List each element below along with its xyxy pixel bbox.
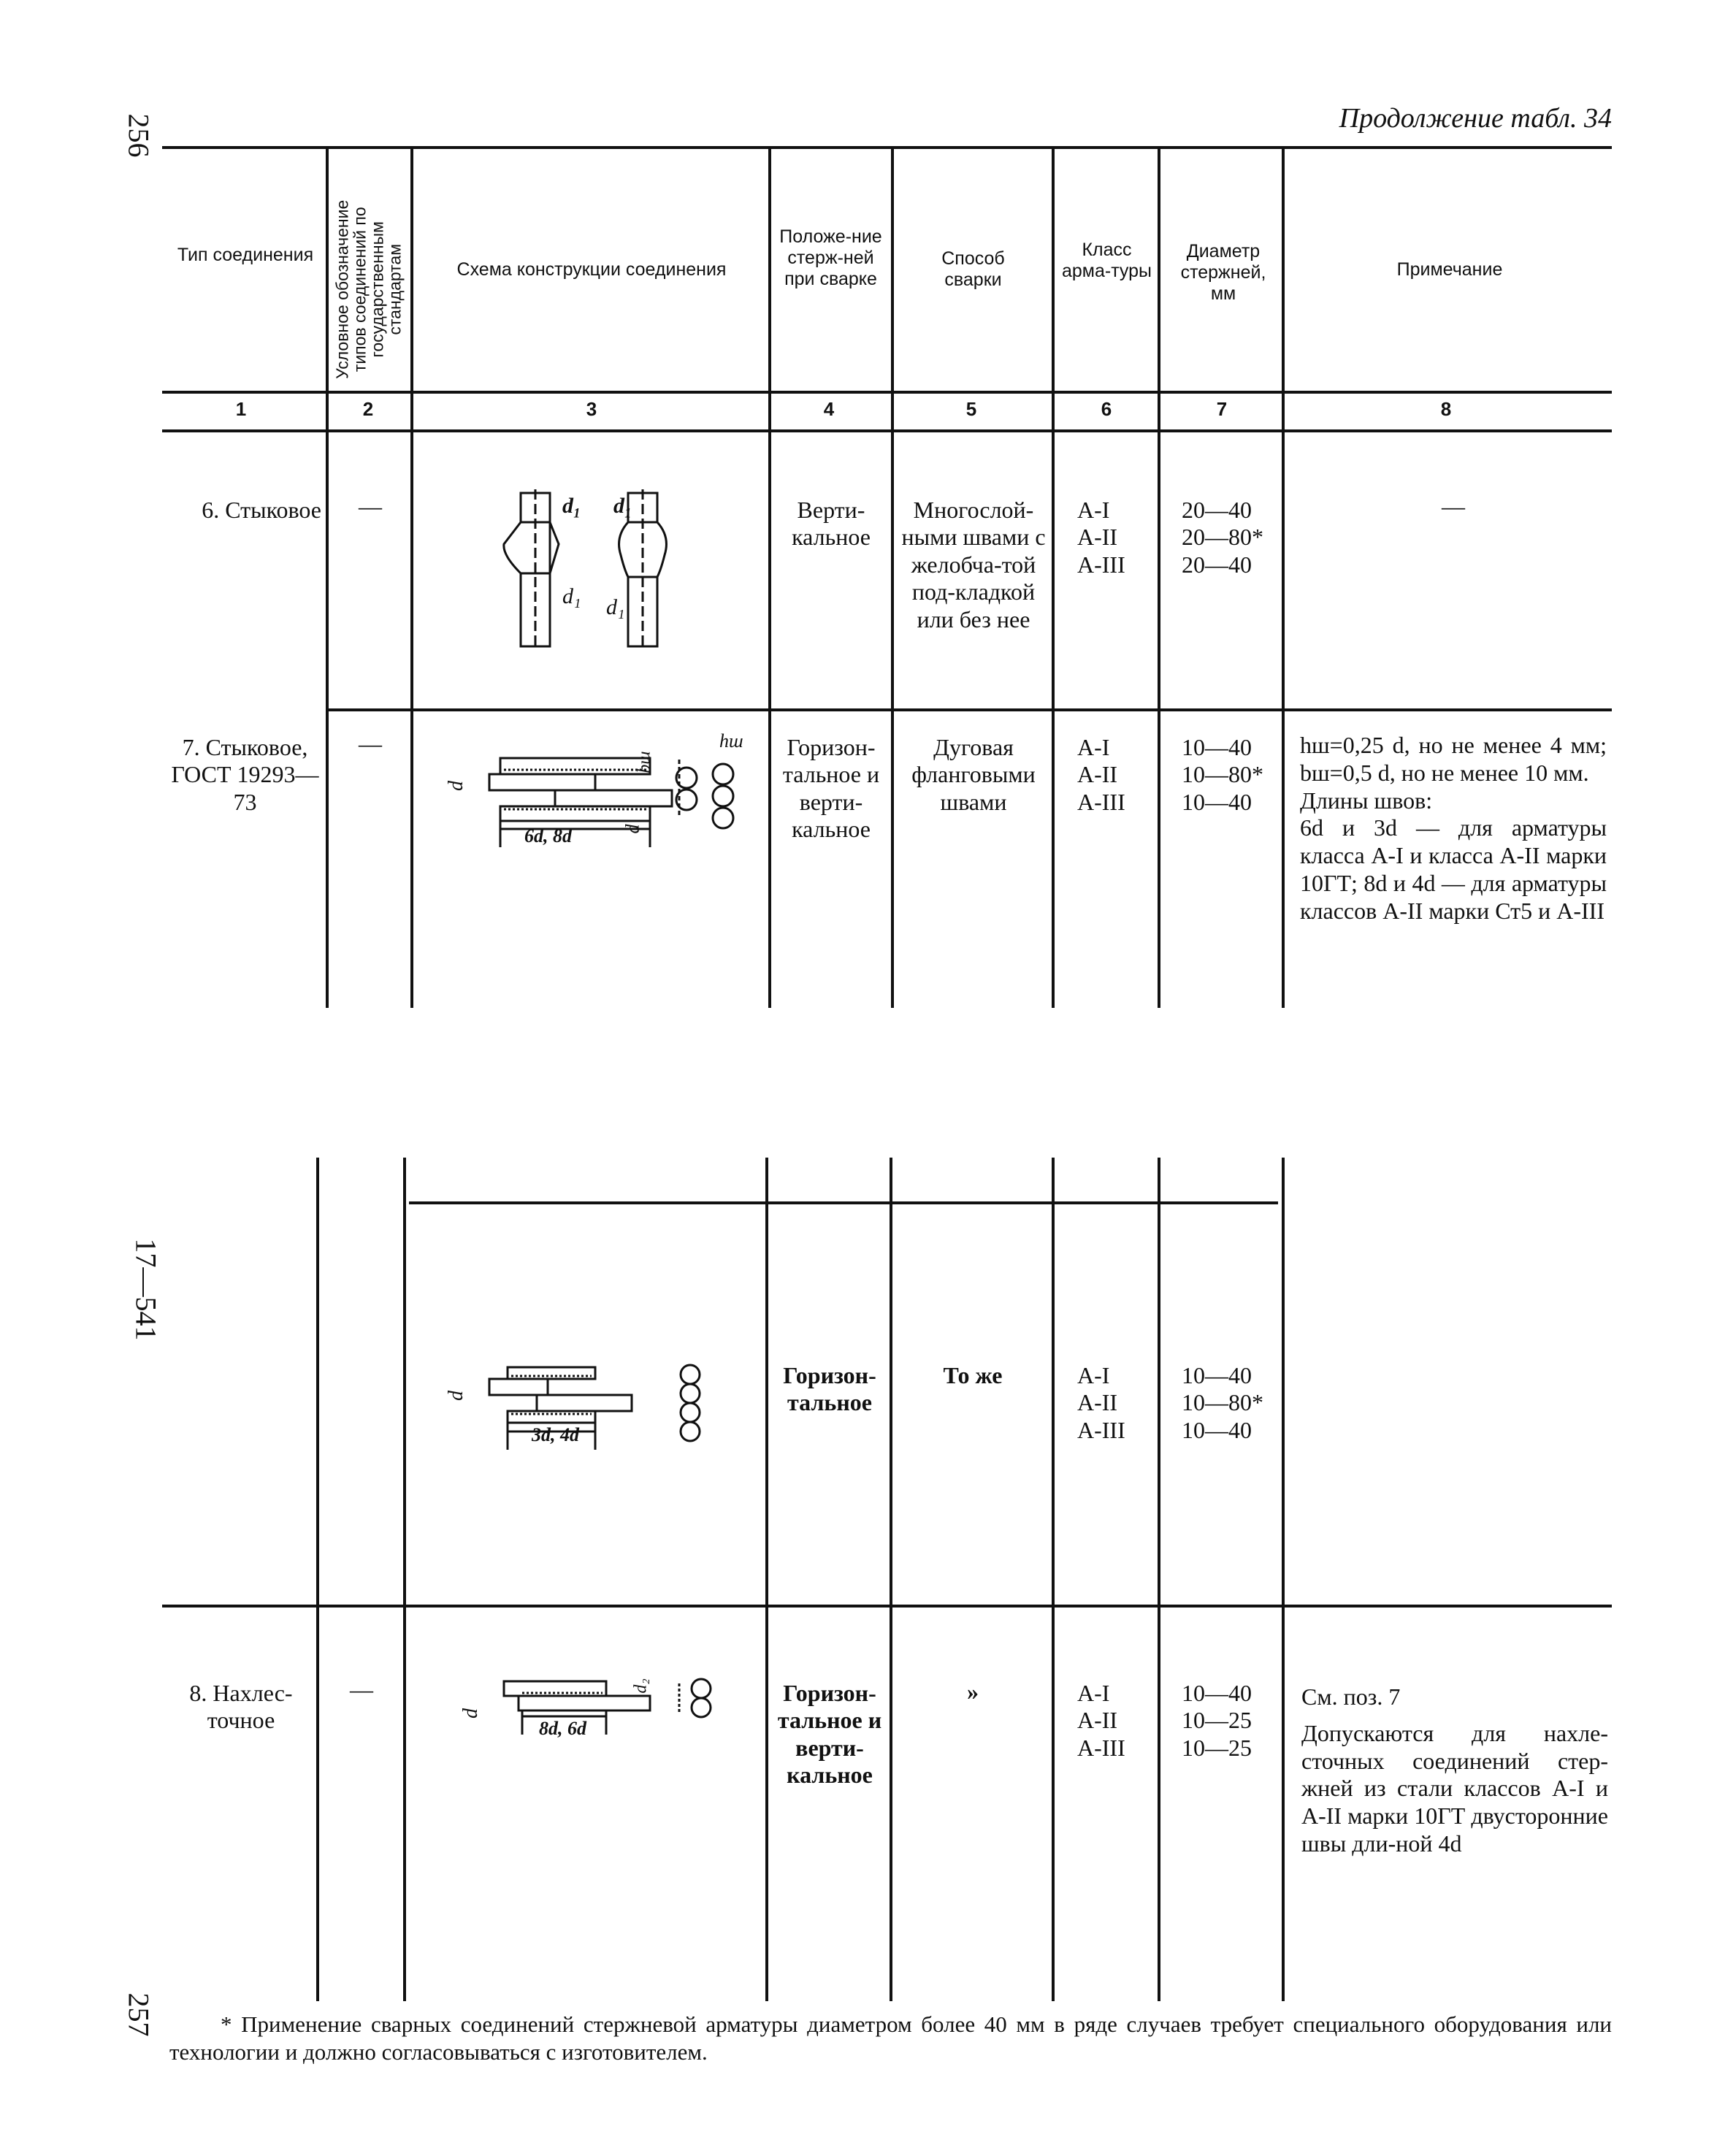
col-number-1: 1 <box>235 398 247 420</box>
footnote: * Применение сварных соединений стержнев… <box>169 2011 1612 2065</box>
header-designation: Условное обозначение типов соединений по… <box>332 199 405 379</box>
row7-label-d-left: d <box>445 781 467 791</box>
row7b-method: То же <box>943 1362 1003 1388</box>
numbers-bottom-rule <box>162 429 1612 432</box>
row7-label-length: 6d, 8d <box>524 825 572 846</box>
signature-mark: 17—541 <box>129 1238 163 1341</box>
header-class: Класс арма-туры <box>1061 240 1152 281</box>
page-number-top: 256 <box>122 113 156 158</box>
row6-note: — <box>1442 493 1465 519</box>
row6-designation: — <box>359 493 382 519</box>
row7-scheme <box>488 757 735 847</box>
row7b-top-rule <box>409 1201 1278 1204</box>
header-diameter: Диаметр стержней, мм <box>1180 241 1266 304</box>
header-scheme: Схема конструкции соединения <box>456 259 727 280</box>
header-bottom-rule <box>162 391 1612 394</box>
row7-method: Дуговая фланговыми швами <box>911 734 1036 815</box>
col-number-7: 7 <box>1216 398 1228 420</box>
row7-label-bsh: bш <box>635 751 654 773</box>
row7b-position: Горизон-тальное <box>783 1362 876 1416</box>
table-caption: Продолжение табл. 34 <box>1339 103 1612 134</box>
row8-label-length: 8d, 6d <box>539 1718 586 1739</box>
row8-method: » <box>967 1678 979 1705</box>
header-method: Способ сварки <box>941 248 1005 290</box>
row8-label-d2: d₂ <box>631 1678 651 1694</box>
col-number-3: 3 <box>586 398 597 420</box>
col-number-2: 2 <box>362 398 374 420</box>
col-number-5: 5 <box>965 398 977 420</box>
row6-label-d1-a: d₁ <box>562 494 581 518</box>
row7-note: hш=0,25 d, но не менее 4 мм; bш=0,5 d, н… <box>1300 732 1607 924</box>
row6-type: 6. Стыковое <box>202 497 321 523</box>
row8-position: Горизон-тальное и верти-кальное <box>777 1680 882 1789</box>
row8-type: 8. Нахлес-точное <box>189 1680 293 1734</box>
row7-position: Горизон-тальное и верти-кальное <box>782 734 880 843</box>
row7-type: 7. Стыковое, ГОСТ 19293—73 <box>171 734 319 815</box>
row6-scheme <box>502 489 668 650</box>
table-top-rule <box>162 146 1612 149</box>
row8-scheme <box>502 1678 712 1735</box>
row7b-label-length: 3d, 4d <box>532 1424 579 1445</box>
page-number-bottom: 257 <box>122 1992 156 2037</box>
row7-designation: — <box>359 730 382 757</box>
row7-label-hsh: hш <box>719 730 743 752</box>
header-position: Положе-ние стерж-ней при сварке <box>779 226 882 289</box>
row7b-label-d: d <box>445 1391 467 1401</box>
row6-label-d1-c: d₁ <box>562 584 581 608</box>
row7-label-d-right: d <box>621 824 643 834</box>
col-number-4: 4 <box>823 398 835 420</box>
col-number-6: 6 <box>1101 398 1112 420</box>
row8-note: См. поз. 7 Допускаются для нахле-сточных… <box>1301 1683 1608 1857</box>
row6-position: Верти-кальное <box>792 497 871 551</box>
row6-bottom-rule <box>329 708 1612 711</box>
row6-method: Многослой-ными швами с желобча-той под-к… <box>901 497 1046 632</box>
row8-label-d: d <box>459 1708 482 1719</box>
row8-designation: — <box>350 1676 373 1702</box>
header-note: Примечание <box>1396 259 1503 280</box>
row6-label-d1-d: d₁ <box>606 595 625 619</box>
row7b-scheme <box>488 1364 701 1450</box>
row7b-bottom-rule <box>162 1605 1612 1608</box>
col-number-8: 8 <box>1440 398 1452 420</box>
row6-label-d1-b: d₁ <box>613 494 632 518</box>
header-type: Тип соединения <box>177 245 314 265</box>
